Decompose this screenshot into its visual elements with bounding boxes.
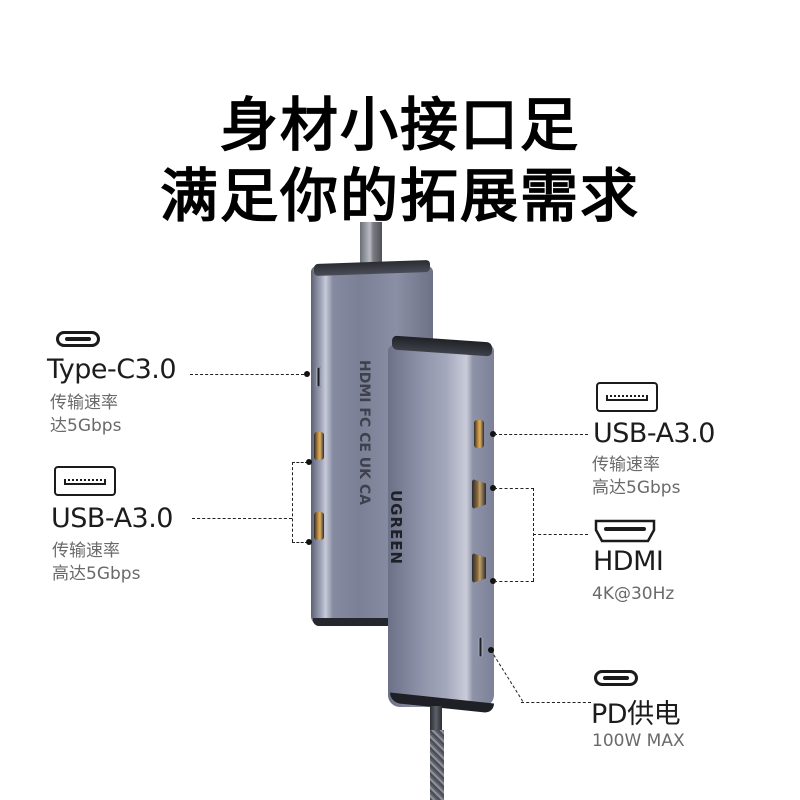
connector-line-typec bbox=[190, 374, 304, 375]
connector-dot-usba-left-2 bbox=[306, 539, 312, 545]
label-usba-right-sub-1: 传输速率 bbox=[592, 455, 660, 475]
connector-line-pd-diagonal bbox=[490, 650, 524, 702]
usb-c-icon bbox=[56, 331, 100, 347]
connector-dot-usba-right bbox=[490, 431, 496, 437]
connector-dot-typec bbox=[304, 371, 310, 377]
connector-bracket-usba-left bbox=[292, 462, 293, 542]
connector-dot-pd bbox=[488, 647, 494, 653]
hdmi-icon bbox=[594, 519, 656, 543]
connector-line-hdmi bbox=[533, 534, 588, 535]
bottom-braided-cable bbox=[430, 730, 444, 800]
label-usba-left-sub-1: 传输速率 bbox=[52, 541, 120, 561]
label-typec-sub-2: 达5Gbps bbox=[50, 416, 122, 436]
headline-line-2: 满足你的拓展需求 bbox=[159, 162, 640, 230]
label-usba-right-title: USB-A3.0 bbox=[593, 418, 715, 449]
back-usb-c-port bbox=[316, 366, 321, 388]
back-hub-bottom-edge bbox=[313, 618, 393, 626]
front-hub-body bbox=[388, 345, 494, 707]
connector-dot-hdmi-2 bbox=[490, 578, 496, 584]
label-hdmi-title: HDMI bbox=[593, 546, 664, 577]
bottom-cable-boot bbox=[430, 706, 442, 732]
label-usba-left-sub-2: 高达5Gbps bbox=[52, 564, 141, 584]
connector-dot-hdmi-1 bbox=[490, 485, 496, 491]
headline-line-1: 身材小接口足 bbox=[219, 91, 580, 159]
connector-line-usba-left-1 bbox=[292, 462, 308, 463]
top-cable bbox=[360, 222, 382, 272]
label-usba-right-sub-2: 高达5Gbps bbox=[592, 478, 681, 498]
connector-line-pd bbox=[521, 702, 591, 703]
brand-logo: UGREEN bbox=[387, 490, 405, 566]
label-pd-title: PD供电 bbox=[591, 699, 681, 730]
connector-line-usba-left-2 bbox=[292, 542, 308, 543]
connector-dot-usba-left-1 bbox=[306, 459, 312, 465]
certification-marks: HDMI FC CE UK CA bbox=[356, 360, 372, 505]
label-usba-left-title: USB-A3.0 bbox=[51, 503, 173, 534]
connector-line-usba-left bbox=[192, 518, 292, 519]
back-usb-a-port-1 bbox=[314, 432, 324, 460]
front-hdmi-port-2 bbox=[472, 553, 486, 583]
usb-a-icon bbox=[54, 466, 116, 496]
usb-a-icon bbox=[596, 382, 658, 412]
connector-line-hdmi-1 bbox=[494, 488, 534, 489]
label-typec-title: Type-C3.0 bbox=[47, 354, 177, 385]
connector-line-usba-right bbox=[494, 434, 588, 435]
label-pd-sub: 100W MAX bbox=[592, 731, 685, 751]
usb-c-icon bbox=[594, 670, 638, 686]
connector-line-hdmi-2 bbox=[494, 581, 534, 582]
front-hdmi-port-1 bbox=[472, 479, 486, 509]
front-usb-a-port bbox=[474, 420, 484, 448]
back-usb-a-port-2 bbox=[314, 512, 324, 540]
label-typec-sub-1: 传输速率 bbox=[50, 393, 118, 413]
label-hdmi-sub: 4K@30Hz bbox=[592, 584, 675, 604]
front-usb-c-pd-port bbox=[478, 636, 483, 658]
